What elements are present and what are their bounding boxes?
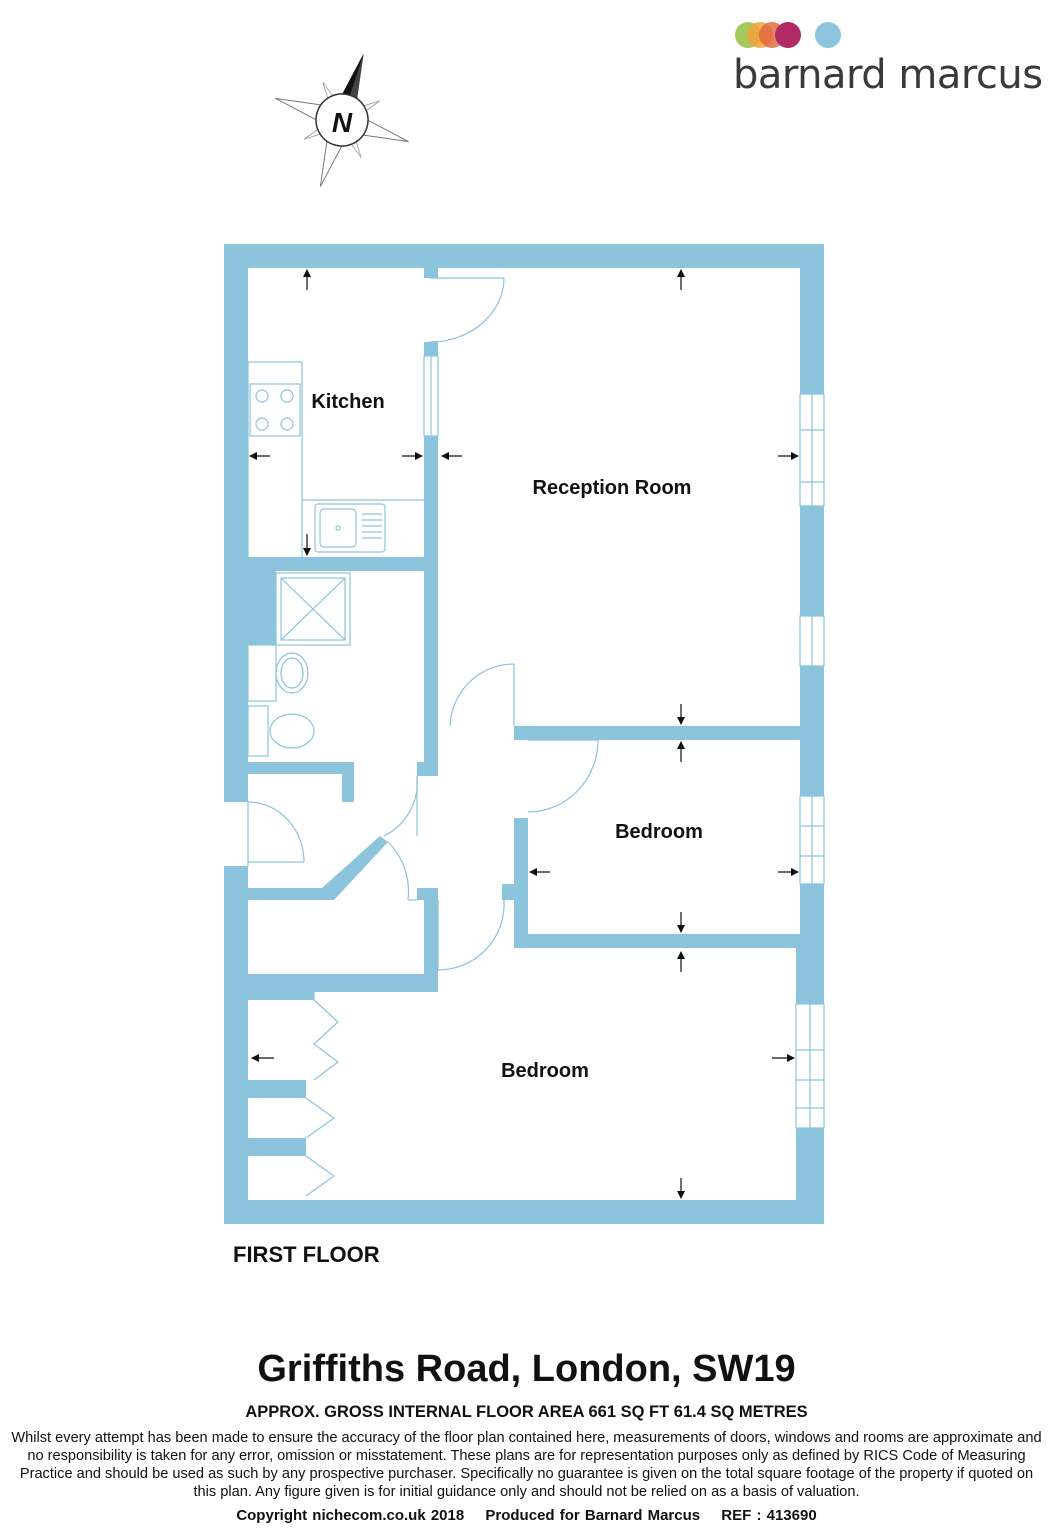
brand-dot (775, 22, 801, 48)
vanity (247, 644, 277, 702)
footer-produced: Produced for Barnard Marcus (485, 1507, 701, 1524)
brand-logo-dots (735, 22, 841, 48)
toilet-icon (269, 713, 315, 749)
sink-icon (314, 503, 386, 553)
brand-logo-text: barnard marcus (733, 52, 1043, 98)
room-label-kitchen: Kitchen (311, 391, 384, 413)
room-label-bedroom-2: Bedroom (501, 1060, 589, 1082)
brand-dot (815, 22, 841, 48)
hob-icon (249, 383, 301, 437)
fixtures (247, 361, 424, 757)
compass-label: N (332, 107, 353, 138)
property-title: Griffiths Road, London, SW19 (257, 1348, 796, 1390)
disclaimer-text: Whilst every attempt has been made to en… (11, 1430, 1042, 1500)
room-label-bedroom-1: Bedroom (615, 821, 703, 843)
doors (247, 277, 599, 1197)
room-label-reception: Reception Room (533, 477, 692, 499)
floor-area: APPROX. GROSS INTERNAL FLOOR AREA 661 SQ… (245, 1403, 808, 1421)
footer-copyright: Copyright nichecom.co.uk 2018 (236, 1507, 465, 1524)
shower-tray-icon (275, 572, 351, 646)
footer-ref: REF : 413690 (721, 1507, 817, 1524)
dimension-arrows (249, 269, 799, 1199)
kitchen-worktop (247, 361, 303, 559)
walls (224, 244, 824, 1224)
compass-icon (275, 53, 409, 187)
windows (423, 355, 825, 1129)
footer: Copyright nichecom.co.uk 2018 Produced f… (0, 1507, 1053, 1524)
basin-icon (275, 652, 309, 694)
floor-label: FIRST FLOOR (233, 1242, 380, 1267)
